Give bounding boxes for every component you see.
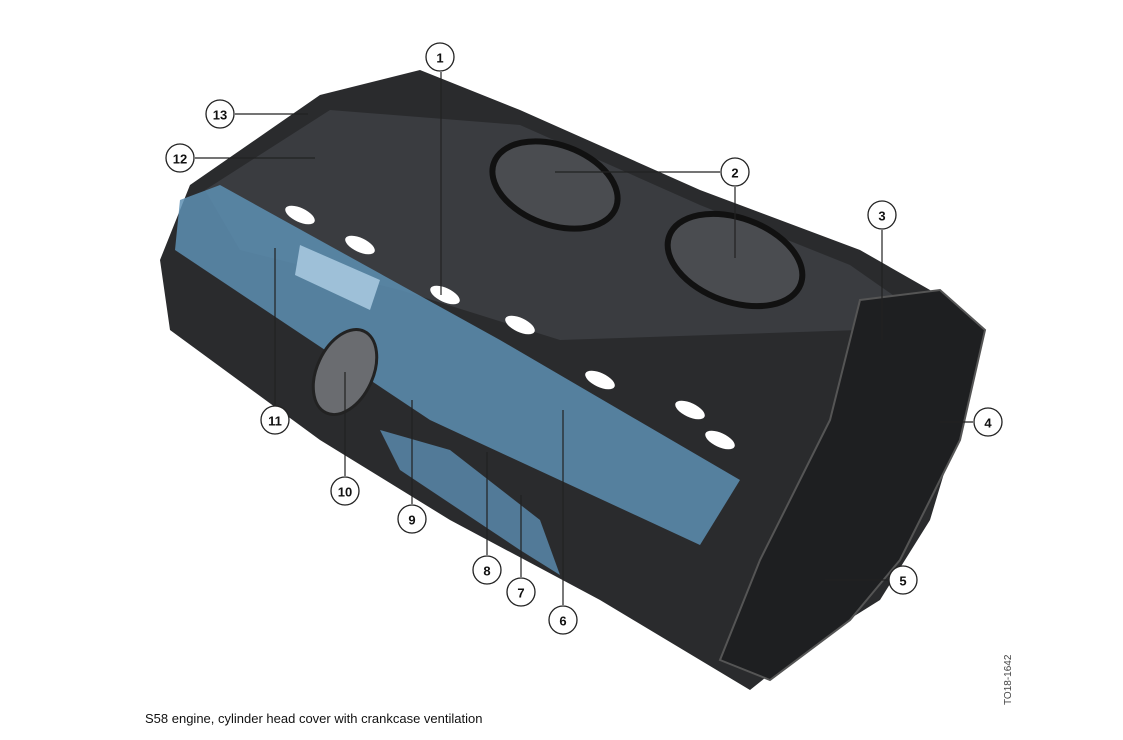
callout-number: 1 (436, 51, 443, 66)
callout-number: 6 (559, 614, 566, 629)
callout-circle (165, 143, 195, 173)
callout-12: 12 (165, 143, 195, 173)
callout-10: 10 (330, 476, 360, 506)
callout-number: 13 (213, 108, 227, 123)
callout-number: 7 (517, 586, 524, 601)
callout-circle (506, 577, 536, 607)
callout-number: 5 (899, 574, 906, 589)
callout-9: 9 (397, 504, 427, 534)
callout-circle (330, 476, 360, 506)
callout-circle (867, 200, 897, 230)
callout-number: 4 (984, 416, 992, 431)
callout-leader-lines (195, 72, 973, 605)
callout-7: 7 (506, 577, 536, 607)
callout-13: 13 (205, 99, 235, 129)
callout-number: 3 (878, 209, 885, 224)
figure-caption: S58 engine, cylinder head cover with cra… (145, 711, 483, 726)
callout-circle (397, 504, 427, 534)
callout-number: 12 (173, 152, 187, 167)
callout-4: 4 (973, 407, 1003, 437)
callout-3: 3 (867, 200, 897, 230)
callout-number: 8 (483, 564, 490, 579)
callout-6: 6 (548, 605, 578, 635)
callout-circle (548, 605, 578, 635)
figure-code: TO18-1642 (1003, 654, 1014, 705)
callout-number: 10 (338, 485, 352, 500)
callout-2: 2 (720, 157, 750, 187)
cylinder-head-cover-illustration (160, 70, 987, 690)
callout-11: 11 (260, 405, 290, 435)
callout-number: 11 (268, 414, 282, 429)
callout-1: 1 (425, 42, 455, 72)
callout-5: 5 (888, 565, 918, 595)
callout-circle (205, 99, 235, 129)
callout-circle (260, 405, 290, 435)
callout-circle (720, 157, 750, 187)
callout-circle (973, 407, 1003, 437)
callout-number: 9 (408, 513, 415, 528)
callout-circle (472, 555, 502, 585)
callout-circle (425, 42, 455, 72)
callout-8: 8 (472, 555, 502, 585)
callout-number: 2 (731, 166, 738, 181)
callout-circle (888, 565, 918, 595)
